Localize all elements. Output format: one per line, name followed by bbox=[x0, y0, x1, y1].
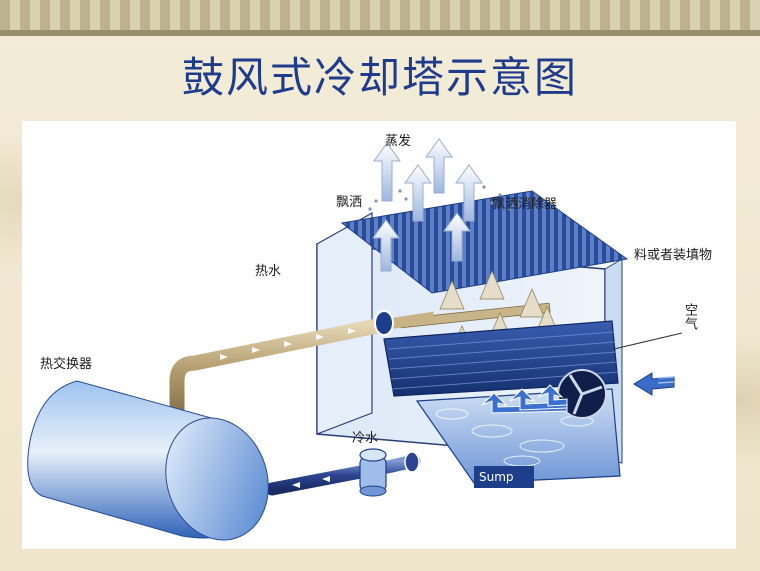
evaporation-label: 蒸发 bbox=[385, 134, 412, 149]
fill-packing bbox=[383, 320, 619, 397]
hot-water-pipe bbox=[169, 317, 390, 419]
drift-eliminator-label: 飘洒消除器 bbox=[492, 197, 558, 212]
incoming-air-arrow bbox=[633, 372, 675, 396]
heat-exchanger-label: 热交换器 bbox=[40, 357, 93, 372]
cooling-tower-diagram bbox=[27, 138, 683, 541]
cold-pipe-flange bbox=[404, 451, 420, 473]
sump-label: Sump bbox=[479, 470, 514, 484]
page-title: 鼓风式冷却塔示意图 bbox=[181, 53, 578, 102]
fan-blades bbox=[568, 374, 603, 415]
drift-droplets bbox=[368, 185, 512, 211]
hot-water-flow-arrows bbox=[220, 328, 356, 360]
pump bbox=[359, 448, 387, 497]
fill-leader-line bbox=[613, 332, 683, 350]
sump-label-plate bbox=[474, 466, 534, 488]
pipe-flange bbox=[374, 310, 394, 336]
air-label: 空气 bbox=[682, 303, 697, 331]
decorative-border bbox=[0, 0, 760, 36]
fill-packing-label: 料或者装填物 bbox=[634, 248, 713, 263]
heat-exchanger-tank bbox=[27, 380, 269, 541]
hot-water-label: 热水 bbox=[255, 264, 282, 279]
diagram-panel: 蒸发 飘洒 飘洒消除器 热水 料或者装填物 空气 热交换器 冷水 Sump bbox=[22, 121, 736, 549]
cold-water-flow-arrows bbox=[292, 476, 330, 488]
internal-airflow-arrows bbox=[481, 384, 568, 414]
drift-label: 飘洒 bbox=[336, 195, 363, 210]
cold-water-label: 冷水 bbox=[352, 431, 379, 446]
fill-packing-lines bbox=[387, 331, 619, 390]
evaporation-arrows bbox=[372, 138, 483, 272]
